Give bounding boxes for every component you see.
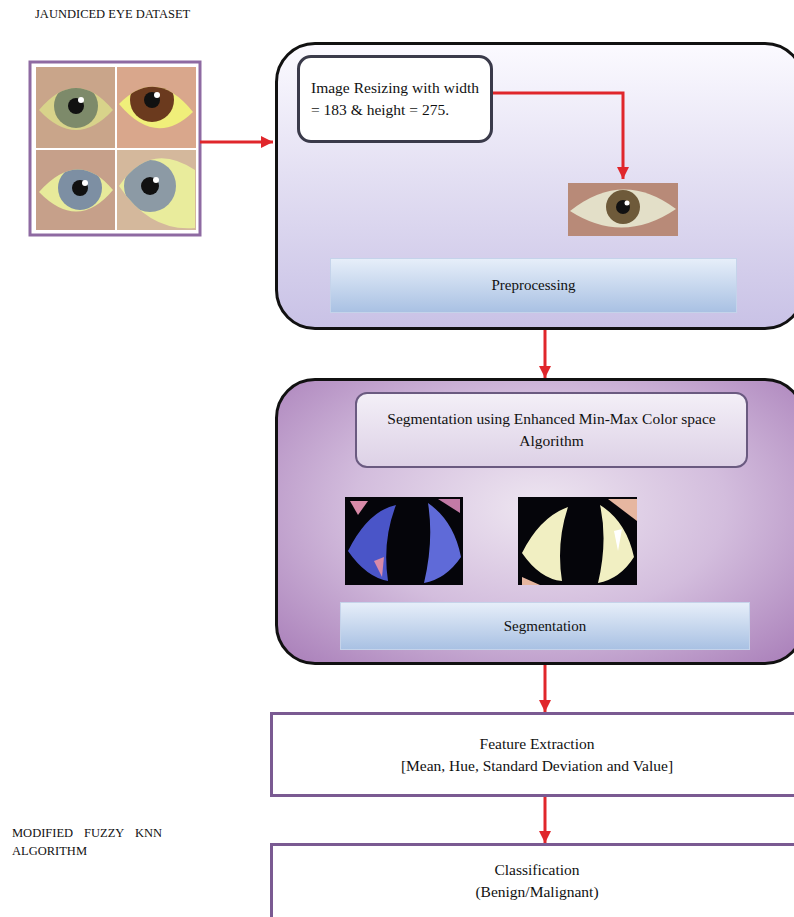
stage-band: Segmentation [340,602,750,650]
process-box: Feature Extraction[Mean, Hue, Standard D… [270,712,794,797]
node-detail: (Benign/Malignant) [281,881,793,903]
node-title: Classification [281,859,793,881]
process-box: Image Resizing with width = 183 & height… [297,55,493,143]
dataset-label: JAUNDICED EYE DATASET [35,5,295,23]
node-title: Preprocessing [337,275,730,296]
stage-panel: Image Resizing with width = 183 & height… [275,42,794,330]
node-detail: [Mean, Hue, Standard Deviation and Value… [281,755,793,777]
flow-arrow [544,330,547,378]
flow-arrow [544,665,547,712]
node-title: Segmentation using Enhanced Min-Max Colo… [365,408,738,451]
stage-panel: Segmentation using Enhanced Min-Max Colo… [275,378,794,665]
process-box: Classification(Benign/Malignant) [270,843,794,917]
method-label: MODIFIED FUZZY KNN ALGORITHM [12,824,162,860]
node-title: Image Resizing with width = 183 & height… [311,77,479,120]
flow-arrow [544,797,547,843]
process-box: Segmentation using Enhanced Min-Max Colo… [355,392,748,468]
node-title: Segmentation [347,616,743,637]
stage-band: Preprocessing [330,258,737,313]
node-title: Feature Extraction [281,733,793,755]
